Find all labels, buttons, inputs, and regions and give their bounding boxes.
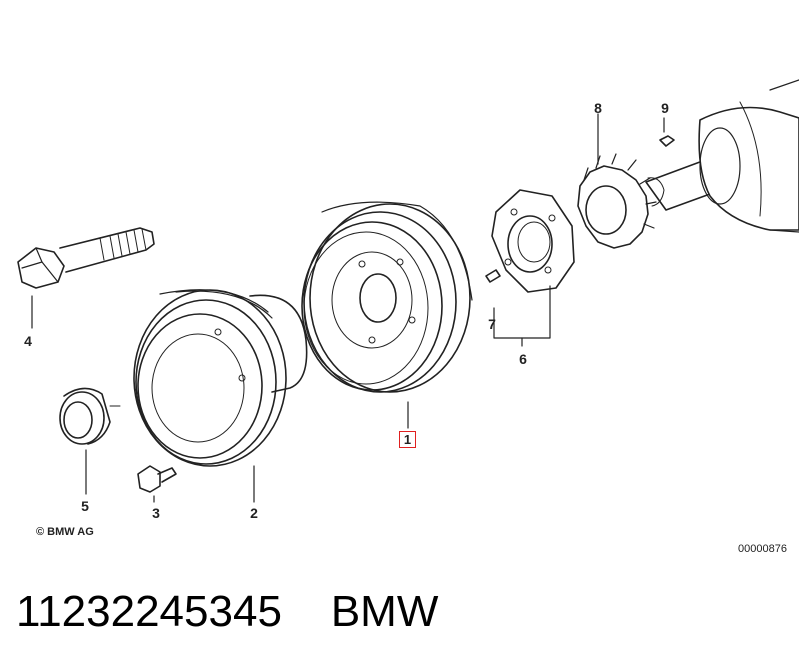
dowel-part-7: [485, 269, 501, 283]
bolt-part-3: [137, 465, 177, 503]
callout-2-pulley[interactable]: 2: [250, 505, 258, 521]
callout-7-dowel[interactable]: 7: [488, 316, 496, 332]
pulley-part-2: [133, 289, 308, 503]
bolt-part-4: [17, 227, 155, 329]
drawing-number: 00000876: [738, 543, 787, 555]
callout-3-bolt[interactable]: 3: [152, 505, 160, 521]
exploded-parts-diagram: [17, 79, 799, 503]
callout-9-key[interactable]: 9: [661, 100, 669, 116]
spacer-part-5: [59, 387, 121, 495]
callout-5-spacer[interactable]: 5: [81, 498, 89, 514]
callout-8-sprocket[interactable]: 8: [594, 100, 602, 116]
crankshaft-end: [645, 79, 799, 233]
part-number: 11232245345: [16, 587, 282, 636]
key-part-9: [659, 117, 675, 147]
sprocket-part-8: [577, 113, 657, 249]
callout-1-damper[interactable]: 1: [399, 431, 416, 448]
damper-part-1: [301, 201, 473, 429]
brand-name: BMW: [330, 587, 439, 636]
part-caption: 11232245345 BMW: [16, 586, 438, 638]
callout-4-bolt[interactable]: 4: [24, 333, 32, 349]
hub-part-6: [485, 189, 575, 347]
copyright-notice: © BMW AG: [36, 526, 94, 538]
callout-6-hub[interactable]: 6: [519, 351, 527, 367]
